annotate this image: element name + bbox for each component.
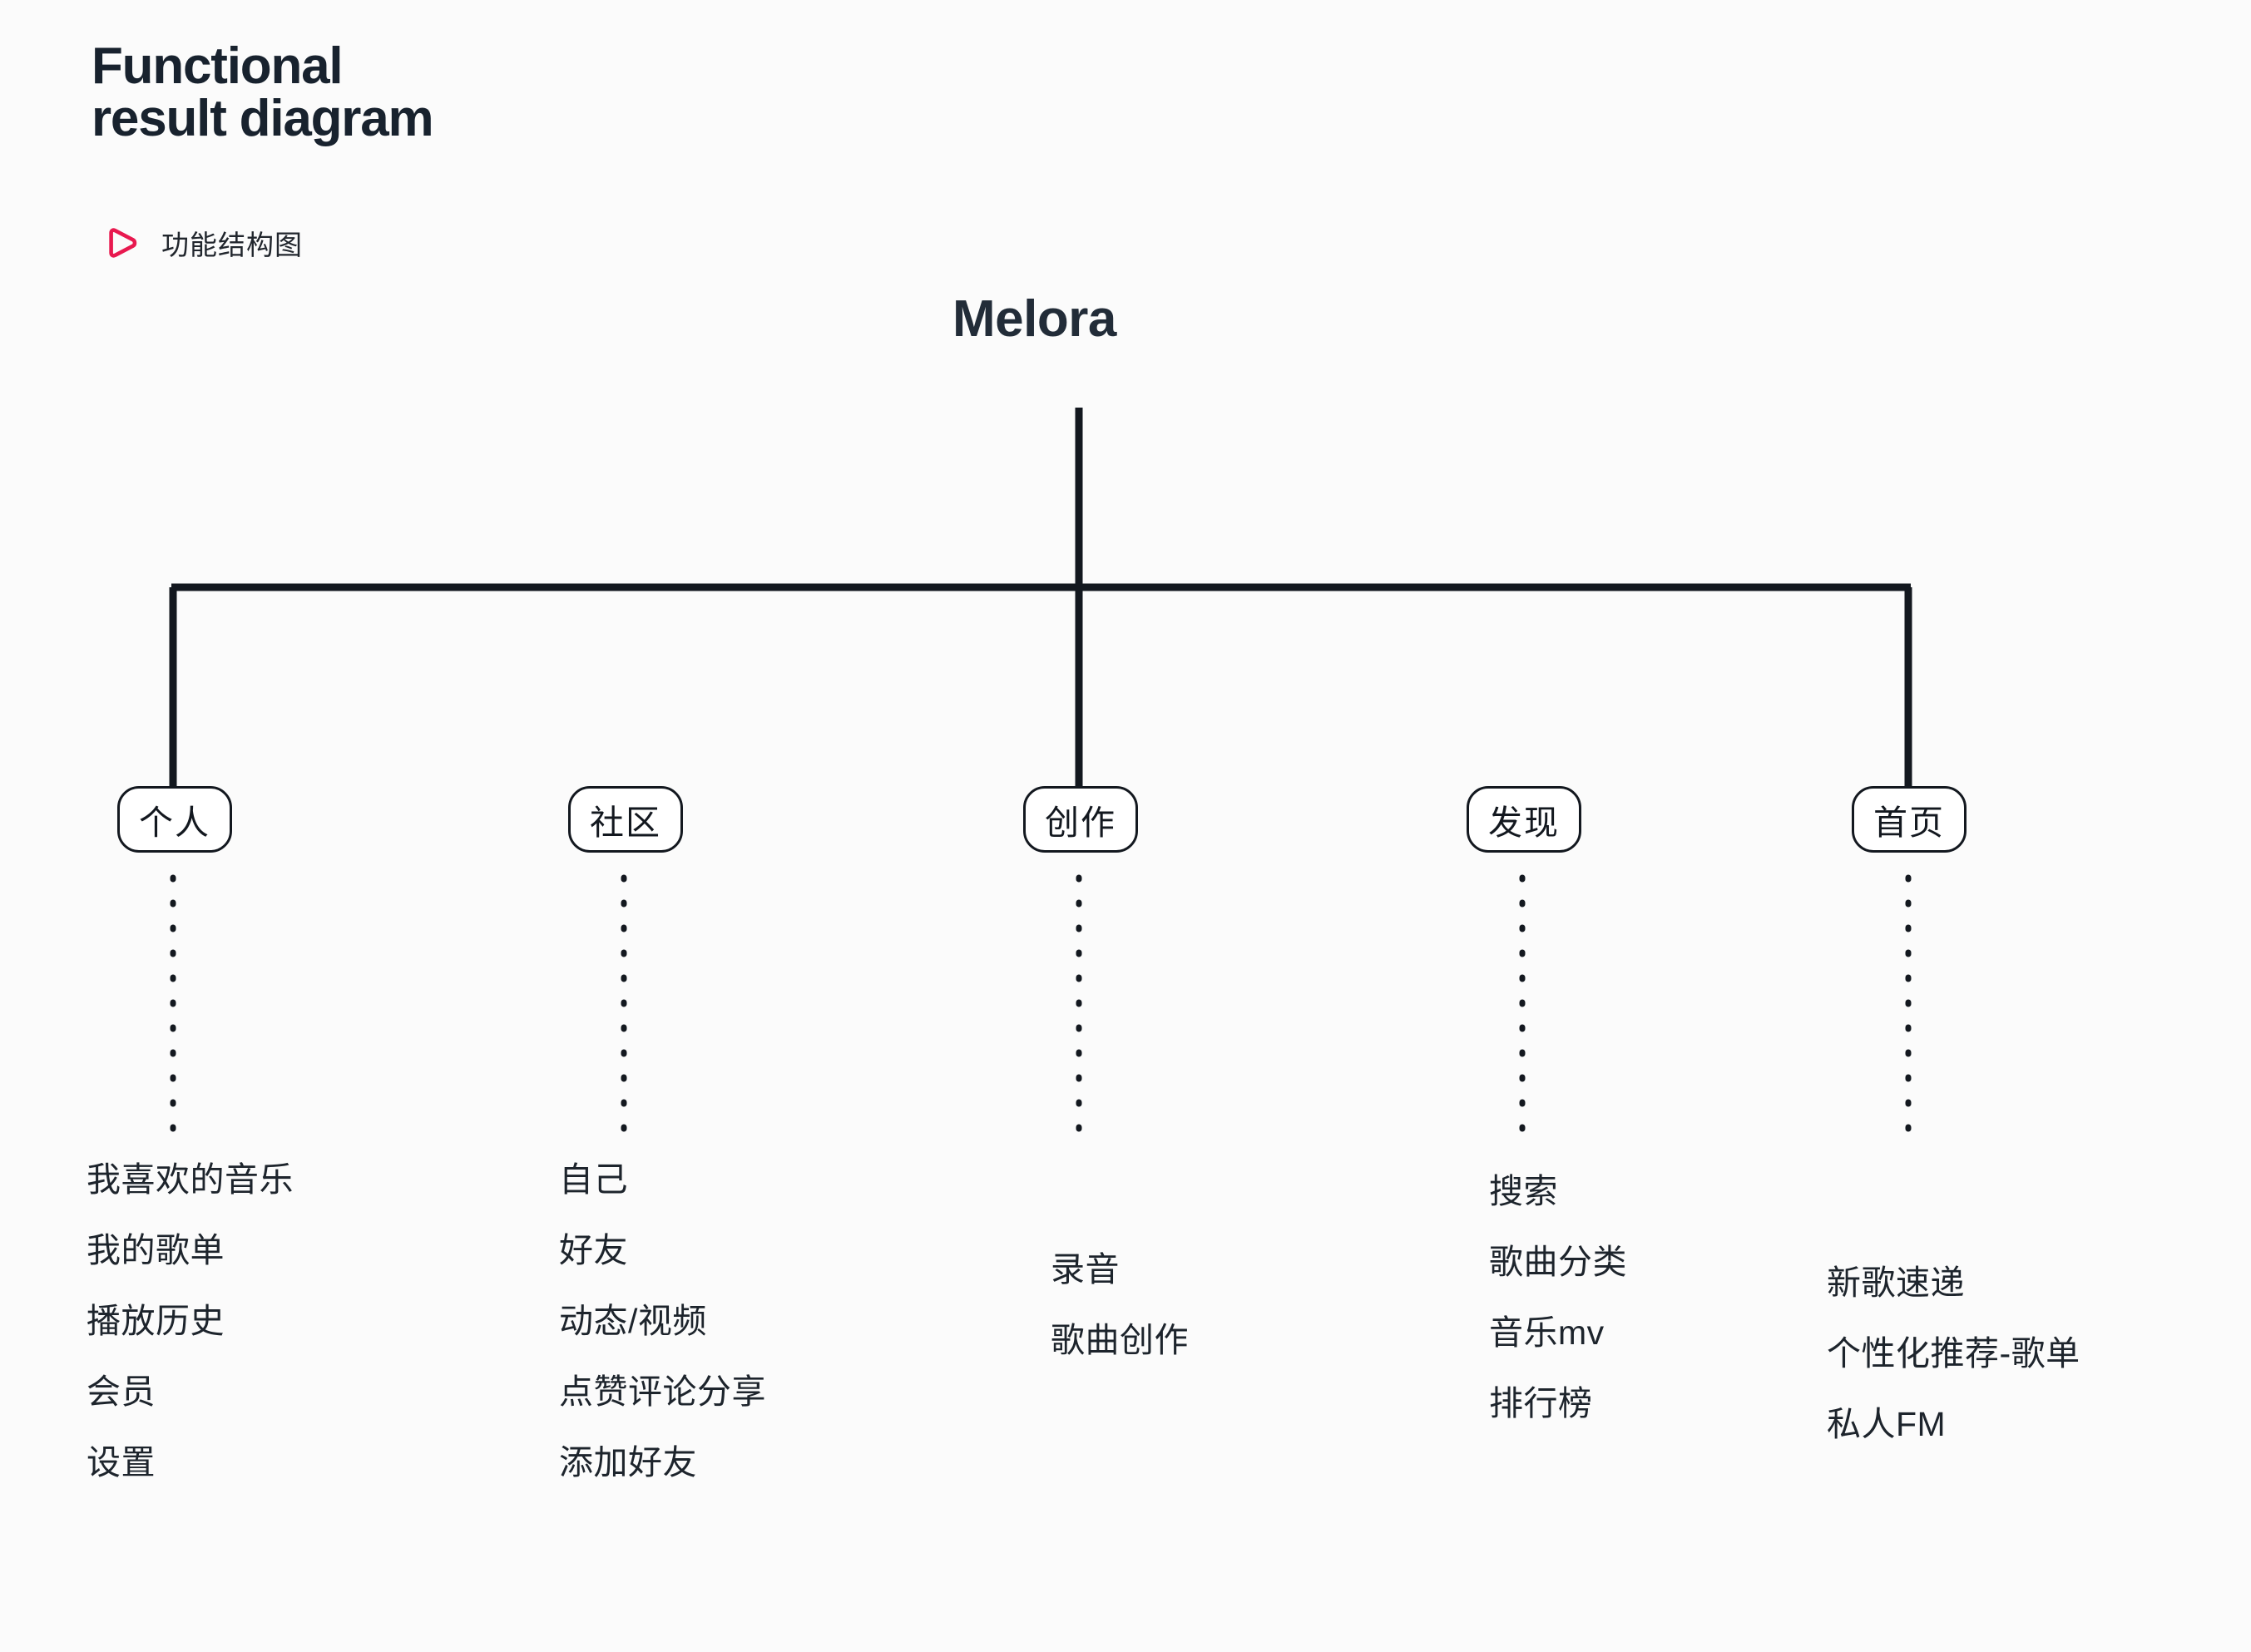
- branch-node-label: 社区: [590, 804, 661, 842]
- leaf-item[interactable]: 播放历史: [87, 1302, 225, 1340]
- leaf-item[interactable]: 排行榜: [1489, 1384, 1593, 1422]
- branch-node-label: 个人: [139, 804, 210, 842]
- leaf-list-create: 录音 歌曲创作: [1051, 1253, 1189, 1358]
- leaf-list-discover: 搜索 歌曲分类 音乐mv 排行榜: [1489, 1175, 1627, 1421]
- subtitle-text: 功能结构图: [161, 230, 303, 260]
- branch-node-discover[interactable]: 发现: [1467, 786, 1581, 853]
- play-icon: [109, 228, 137, 258]
- leaf-item[interactable]: 动态/视频: [559, 1302, 707, 1340]
- leaf-item[interactable]: 好友: [559, 1231, 628, 1269]
- leaf-item[interactable]: 歌曲创作: [1051, 1321, 1189, 1359]
- leaf-item[interactable]: 私人FM: [1827, 1405, 1947, 1443]
- page-title-line-2: result diagram: [92, 90, 434, 148]
- branch-node-home[interactable]: 首页: [1852, 786, 1967, 853]
- page-title-line-1: Functional: [92, 37, 344, 95]
- leaf-item[interactable]: 自己: [559, 1160, 628, 1199]
- subtitle-row: 功能结构图: [105, 223, 303, 263]
- leaf-item[interactable]: 歌曲分类: [1489, 1243, 1627, 1281]
- leaf-item[interactable]: 我喜欢的音乐: [87, 1160, 294, 1199]
- page-title: Functional result diagram: [92, 37, 434, 148]
- branch-node-community[interactable]: 社区: [568, 786, 683, 853]
- leaf-item[interactable]: 音乐mv: [1489, 1313, 1605, 1352]
- root-node-label: Melora: [952, 290, 1116, 348]
- branch-node-label: 首页: [1873, 804, 1945, 842]
- branch-node-personal[interactable]: 个人: [117, 786, 232, 853]
- leaf-item[interactable]: 搜索: [1489, 1172, 1558, 1210]
- leaf-list-community: 自己 好友 动态/视频 点赞评论分享 添加好友: [559, 1163, 766, 1480]
- leaf-item[interactable]: 点赞评论分享: [559, 1373, 766, 1411]
- leaf-item[interactable]: 添加好友: [559, 1443, 697, 1481]
- branch-node-label: 创作: [1045, 804, 1116, 842]
- leaf-list-home: 新歌速递 个性化推荐-歌单 私人FM: [1827, 1266, 2080, 1442]
- branch-node-create[interactable]: 创作: [1023, 786, 1138, 853]
- leaf-list-personal: 我喜欢的音乐 我的歌单 播放历史 会员 设置: [87, 1163, 294, 1480]
- leaf-item[interactable]: 录音: [1051, 1250, 1120, 1288]
- branch-node-label: 发现: [1488, 804, 1560, 842]
- leaf-item[interactable]: 新歌速递: [1827, 1264, 1965, 1302]
- leaf-item[interactable]: 个性化推荐-歌单: [1827, 1334, 2080, 1373]
- leaf-item[interactable]: 我的歌单: [87, 1231, 225, 1269]
- leaf-item[interactable]: 设置: [87, 1443, 156, 1481]
- leaf-item[interactable]: 会员: [87, 1373, 156, 1411]
